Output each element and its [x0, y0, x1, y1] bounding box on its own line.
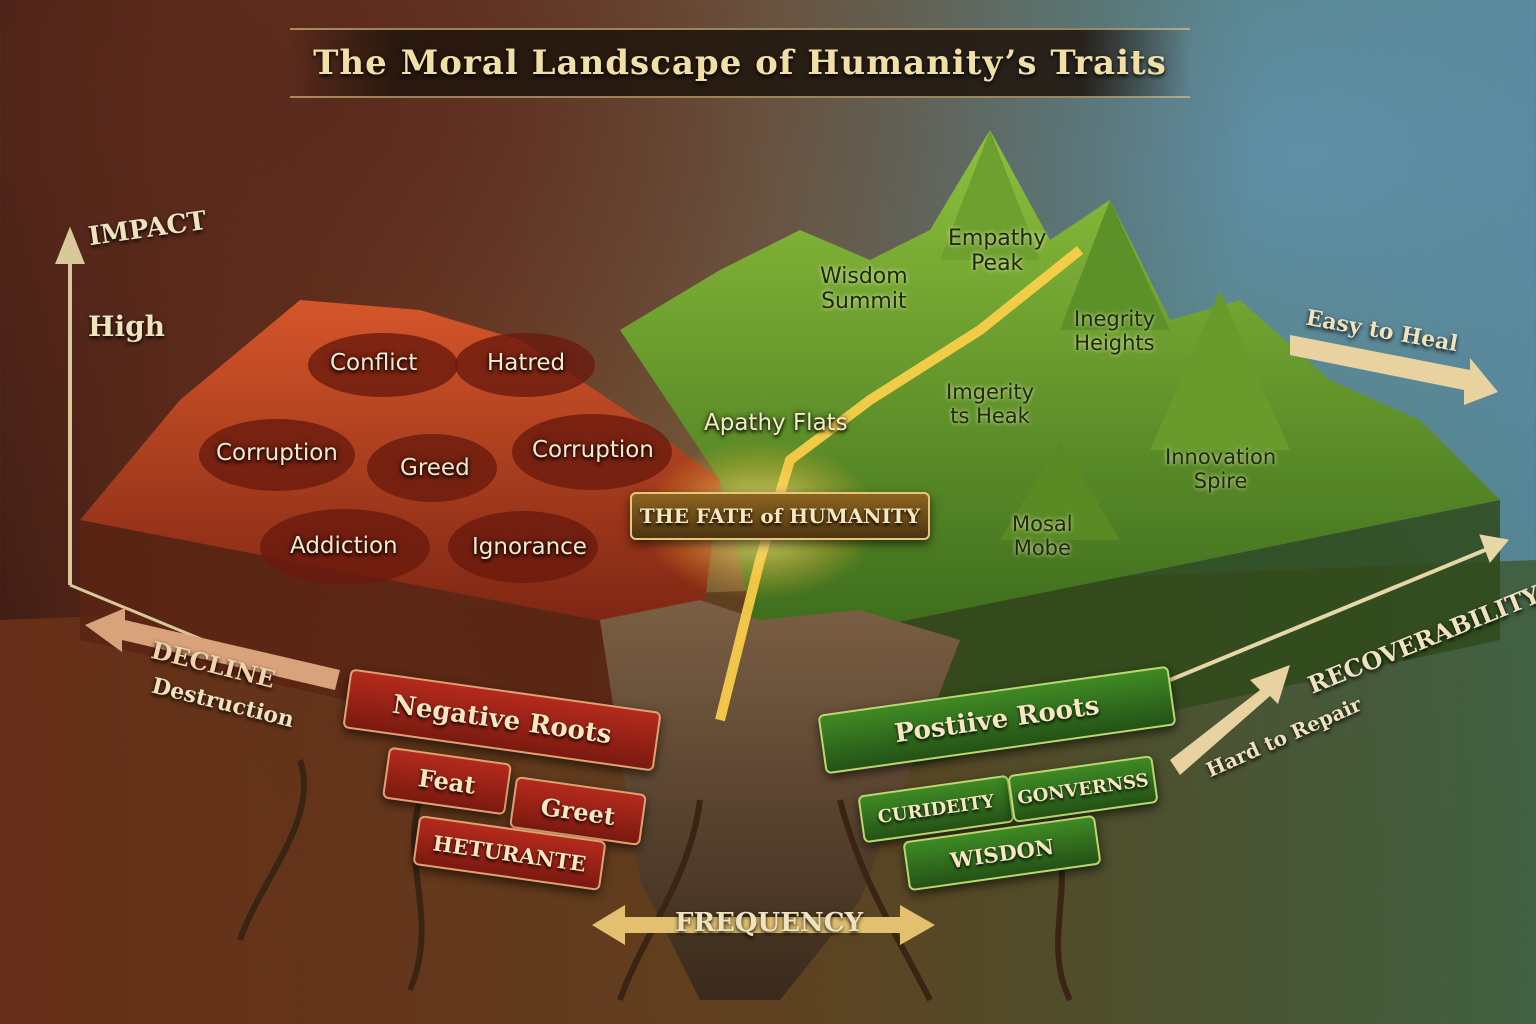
green-peak	[1150, 290, 1290, 450]
crater-label-corruption: Corruption	[216, 440, 338, 466]
green-peak	[1060, 200, 1170, 330]
green-peak	[940, 130, 1040, 260]
crater-label-corruption: Corruption	[532, 437, 654, 463]
crater	[199, 419, 355, 491]
peak-label-integrity-heights: Inegrity Heights	[1074, 307, 1155, 356]
title-banner: The Moral Landscape of Humanity’s Traits	[290, 28, 1190, 98]
rock-divide	[600, 600, 960, 1000]
peak-label-empathy-peak: Empathy Peak	[948, 226, 1047, 277]
frequency-arrow	[592, 905, 935, 945]
green-peak	[1000, 440, 1120, 540]
peak-label-mosal-mobe: Mosal Mobe	[1012, 512, 1073, 561]
decline-arrow	[85, 608, 340, 690]
peak-label-innovation-spire: Innovation Spire	[1165, 445, 1277, 494]
fate-of-humanity-banner: THE FATE of HUMANITY	[630, 492, 930, 540]
crater	[448, 511, 598, 583]
crater-label-ignorance: Ignorance	[472, 534, 587, 560]
recoverability-axis	[1169, 335, 1509, 775]
crater-label-hatred: Hatred	[487, 350, 566, 376]
crater	[308, 333, 458, 397]
crater	[367, 434, 497, 502]
impact-high-label: High	[88, 310, 166, 343]
crater-label-greed: Greed	[400, 455, 470, 481]
peak-label-wisdom-summit: Wisdom Summit	[820, 264, 908, 315]
crater	[260, 509, 430, 585]
peak-label-tingerity-heak: Imgerity ts Heak	[946, 380, 1035, 429]
crater-label-conflict: Conflict	[330, 350, 418, 376]
crater-label-addiction: Addiction	[290, 533, 398, 559]
crater	[455, 333, 595, 397]
frequency-label: FREQUENCY	[675, 908, 864, 938]
page-title: The Moral Landscape of Humanity’s Traits	[313, 43, 1167, 83]
crater	[512, 414, 672, 490]
apathy-flats-label: Apathy Flats	[704, 410, 848, 436]
roots	[237, 759, 1073, 1002]
